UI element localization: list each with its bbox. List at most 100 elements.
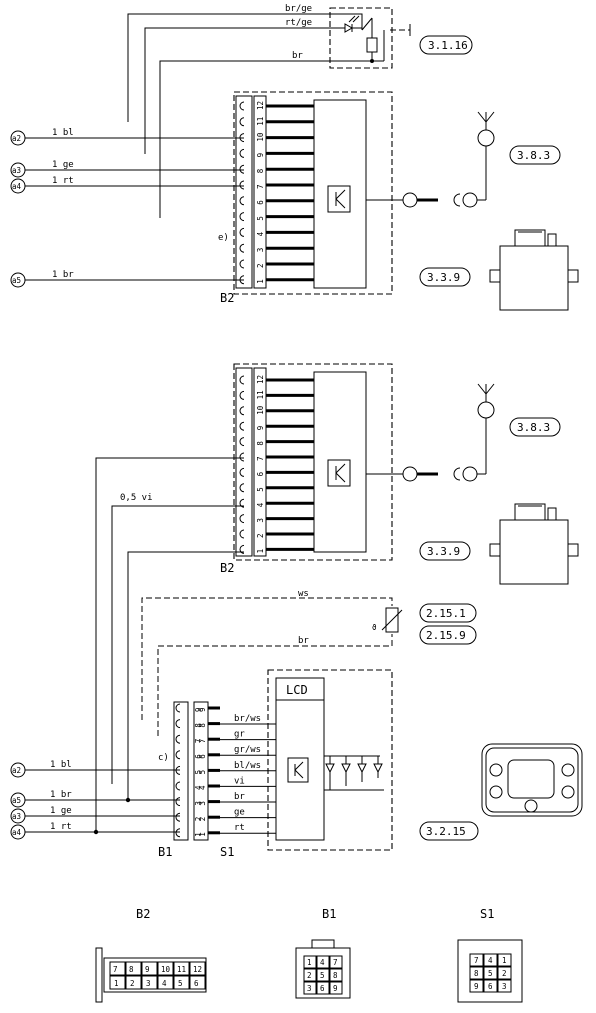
pin-label: 8 — [256, 441, 265, 446]
b1-pin: 5 — [194, 770, 203, 775]
pin-label: 7 — [256, 456, 265, 461]
s1-pin-labels: 9 8 7 6 5 4 3 2 1 — [198, 706, 220, 837]
panel-wire-color: rt — [234, 823, 245, 833]
pin-label: 6 — [256, 200, 265, 205]
b1-face-pin: 8 — [333, 971, 338, 980]
pin-label: 10 — [256, 132, 265, 142]
pin-label: 8 — [256, 168, 265, 173]
signal-wire-label: 1 rt — [52, 176, 74, 186]
panel-box — [267, 669, 393, 851]
b2-connector-face — [103, 957, 207, 993]
b1-pin: 3 — [194, 801, 203, 806]
wire-ws — [141, 597, 393, 720]
s1-face-pin: 2 — [502, 969, 507, 978]
s1-pin: 8 — [198, 723, 207, 728]
s1-pin: 7 — [198, 739, 207, 744]
s1-pin: 6 — [198, 754, 207, 759]
ref-badge-3-1-16 — [419, 35, 473, 55]
b1-pin: 4 — [194, 785, 203, 790]
pin-label: 7 — [256, 184, 265, 189]
s1-face-pin: 9 — [474, 982, 479, 991]
signal-wire-label: 1 bl — [52, 128, 74, 138]
wire-to-unit2-pin7 — [95, 457, 244, 832]
panel-wire-color: br/ws — [234, 714, 261, 724]
s1-pin: 3 — [198, 801, 207, 806]
unit2-name: B2 — [220, 561, 234, 575]
e-mark: e) — [218, 233, 229, 243]
antenna-icon — [477, 129, 495, 147]
b1-face-pin: 3 — [307, 984, 312, 993]
s1-pin: 2 — [198, 817, 207, 822]
panel-wire-color: vi — [234, 776, 245, 786]
b2-face-pin: 12 — [193, 965, 202, 974]
s1-pin: 5 — [198, 770, 207, 775]
wire-label-vi: 0,5 vi — [120, 493, 153, 503]
pin-label: 1 — [256, 279, 265, 284]
panel-wire-color: br — [234, 792, 245, 802]
wire-label-br: br — [298, 636, 309, 646]
ref-label: 3.3.9 — [427, 545, 460, 558]
wire-rt-ge — [144, 27, 338, 154]
ref-label: 3.8.3 — [517, 421, 550, 434]
unit2-box — [233, 363, 393, 561]
wire-label-ws: ws — [298, 589, 309, 599]
signal-tag: a5 — [12, 796, 21, 805]
pin-label: 11 — [256, 390, 265, 399]
sensor-icon — [385, 607, 399, 633]
signal-wire-label: 1 br — [52, 270, 74, 280]
transceiver-image — [489, 229, 579, 311]
s1-pin: 4 — [198, 785, 207, 790]
unit1-module — [313, 99, 367, 289]
b1-face-pin: 4 — [320, 958, 325, 967]
pin-label: 5 — [256, 487, 265, 492]
unit1-pin-labels: 12 11 10 9 8 7 6 5 4 3 2 1 — [239, 101, 314, 285]
pin-label: 4 — [256, 231, 265, 236]
s1-pin: 1 — [198, 832, 207, 837]
b1-name: B1 — [158, 845, 172, 859]
b1-pin: 8 — [194, 723, 203, 728]
s1-pin: 9 — [198, 707, 207, 712]
pin-label: 4 — [256, 502, 265, 507]
diode-icon — [344, 23, 354, 33]
pin-label: 6 — [256, 471, 265, 476]
signal-wire-label: 1 bl — [50, 760, 72, 770]
s1-face-pin: 8 — [474, 969, 479, 978]
ref-label: 3.3.9 — [427, 271, 460, 284]
pin-label: 11 — [256, 117, 265, 126]
b1-face-pin: 5 — [320, 971, 325, 980]
s1-face-pin: 1 — [502, 956, 507, 965]
ref-label: 2.15.1 — [426, 607, 466, 620]
pin-label: 2 — [256, 263, 265, 268]
b2-face-pin: 6 — [194, 979, 199, 988]
pin-label: 3 — [256, 518, 265, 523]
signal-tag: a5 — [12, 276, 21, 285]
b1-face-pin: 2 — [307, 971, 312, 980]
panel-wire-color: gr — [234, 730, 245, 740]
antenna-icon — [477, 401, 495, 419]
pin-label: 12 — [256, 101, 265, 110]
lcd-label: LCD — [286, 683, 308, 697]
led-array-icon — [324, 755, 384, 791]
pin-label: 9 — [256, 153, 265, 158]
signal-tag: a4 — [12, 828, 22, 837]
unit1-name: B2 — [220, 291, 234, 305]
unit2-module — [313, 371, 367, 553]
pin-label: 10 — [256, 405, 265, 415]
ref-label: 3.2.15 — [426, 825, 466, 838]
ref-label: 2.15.9 — [426, 629, 466, 642]
pin-label: 3 — [256, 248, 265, 253]
signal-wire-label: 1 br — [50, 790, 72, 800]
b2-face-pin: 10 — [161, 965, 171, 974]
panel-wire-color: gr/ws — [234, 745, 261, 755]
b2-face-pin: 5 — [178, 979, 183, 988]
b1-pin: 6 — [194, 754, 203, 759]
pin-label: 5 — [256, 216, 265, 221]
b1-face-pin: 9 — [333, 984, 338, 993]
control-panel-image — [481, 743, 583, 817]
b1-pin: 9 — [194, 707, 203, 712]
